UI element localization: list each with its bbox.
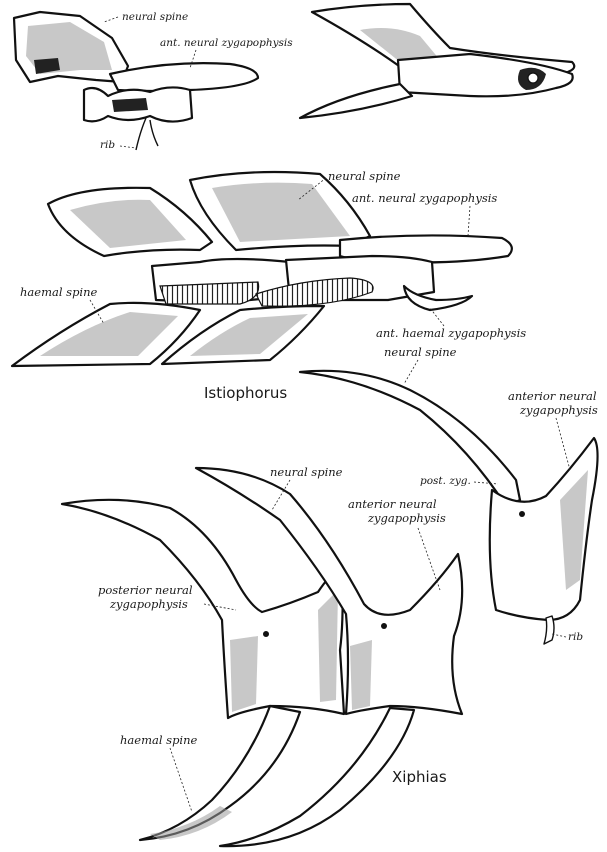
label-ant-neural-zyg-mid: ant. neural zygapophysis: [352, 191, 497, 205]
label-posterior-neural-bottom-2: zygapophysis: [109, 597, 188, 611]
label-haemal-spine-bottom: haemal spine: [120, 733, 198, 747]
label-anterior-neural-bottom-2: zygapophysis: [367, 511, 446, 525]
label-ant-haemal-zyg: ant. haemal zygapophysis: [376, 326, 526, 340]
label-neural-spine-top: neural spine: [122, 11, 188, 23]
top-left-vertebra: [14, 12, 258, 150]
label-rib-right: rib: [568, 631, 583, 643]
label-ant-neural-zyg-top: ant. neural zygapophysis: [160, 37, 293, 49]
label-neural-spine-bottom: neural spine: [270, 465, 343, 479]
istiophorus-caption: Istiophorus: [204, 384, 287, 402]
label-haemal-spine-mid: haemal spine: [20, 285, 98, 299]
label-posterior-neural-bottom-1: posterior neural: [98, 583, 193, 597]
label-rib-top: rib: [100, 139, 115, 151]
label-anterior-neural-right-2: zygapophysis: [519, 403, 598, 417]
label-post-zyg-right: post. zyg.: [420, 475, 471, 487]
label-anterior-neural-right-1: anterior neural: [508, 389, 597, 403]
top-right-vertebra: [300, 4, 574, 118]
label-neural-spine-right: neural spine: [384, 345, 457, 359]
label-anterior-neural-bottom-1: anterior neural: [348, 497, 437, 511]
label-neural-spine-mid: neural spine: [328, 169, 401, 183]
xiphias-caption: Xiphias: [392, 768, 447, 786]
